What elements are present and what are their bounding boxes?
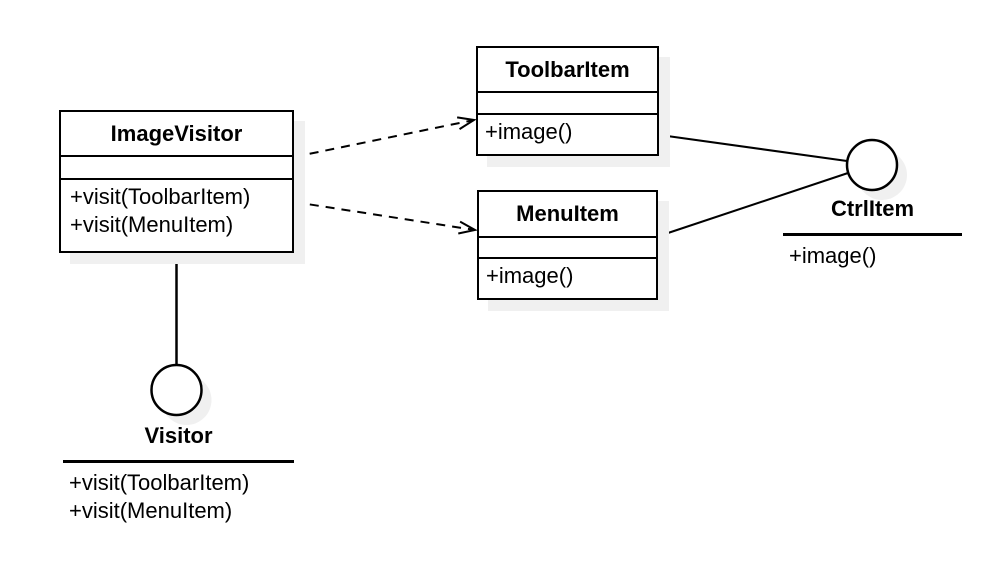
ctrlitem-underline [783, 233, 962, 236]
interface-visitor-methods: +visit(ToolbarItem) +visit(MenuItem) [63, 463, 294, 525]
ctrlitem-interface-circle [845, 138, 899, 192]
realization-line-toolbaritem-ctrlitem [659, 134, 848, 162]
class-imagevisitor: ImageVisitor +visit(ToolbarItem) +visit(… [59, 110, 294, 253]
method-row: +image() [789, 243, 877, 268]
class-menuitem-attributes [479, 238, 656, 259]
method-row: +visit(ToolbarItem) [70, 184, 251, 209]
class-menuitem: MenuItem +image() [477, 190, 658, 300]
visitor-underline [63, 460, 294, 463]
interface-ctrlitem-name: CtrlItem [830, 196, 915, 221]
method-row: +image() [486, 263, 574, 288]
interface-ctrlitem-label: CtrlItem +image() [783, 195, 962, 270]
class-imagevisitor-name: ImageVisitor [61, 112, 292, 157]
interface-visitor-name: Visitor [144, 423, 213, 448]
dependency-arrow-imagevisitor-toolbaritem [293, 116, 477, 158]
method-row: +visit(MenuItem) [70, 212, 234, 237]
realization-line-menuitem-ctrlitem [658, 172, 849, 237]
dependency-arrow-imagevisitor-menuitem [293, 201, 478, 235]
class-menuitem-methods: +image() [479, 259, 656, 290]
class-imagevisitor-attributes [61, 157, 292, 180]
method-row: +visit(ToolbarItem) [69, 470, 250, 495]
class-imagevisitor-methods: +visit(ToolbarItem) +visit(MenuItem) [61, 180, 292, 239]
class-toolbaritem: ToolbarItem +image() [476, 46, 659, 156]
interface-ctrlitem-methods: +image() [783, 236, 962, 270]
visitor-interface-circle [150, 363, 203, 417]
class-toolbaritem-methods: +image() [478, 115, 657, 146]
method-row: +visit(MenuItem) [69, 498, 233, 523]
method-row: +image() [485, 119, 573, 144]
interface-visitor-label: Visitor +visit(ToolbarItem) +visit(MenuI… [63, 422, 294, 525]
class-toolbaritem-name: ToolbarItem [478, 48, 657, 93]
class-menuitem-name: MenuItem [479, 192, 656, 238]
class-toolbaritem-attributes [478, 93, 657, 115]
